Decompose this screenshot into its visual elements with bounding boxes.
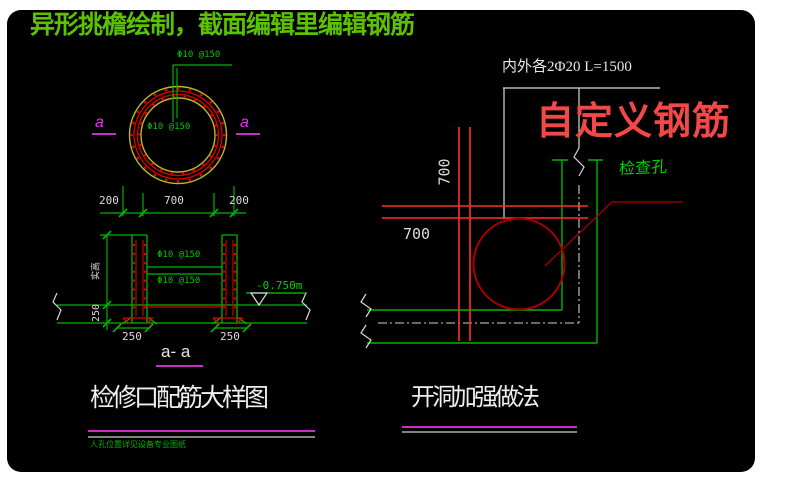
break-symbol-icon (573, 147, 585, 177)
section-title: a- a (161, 342, 191, 361)
callout-leader-lines (503, 87, 660, 219)
break-symbol-icon (360, 293, 372, 349)
left-drawing-title: 检修口配筋大样图 (90, 385, 269, 412)
rebar-ring-inner (136, 93, 220, 177)
rebar-leader-lines (172, 64, 232, 122)
opening-circle (472, 217, 566, 311)
wall-outlines (131, 234, 238, 323)
section-elevation-label: -0.750m (256, 279, 303, 292)
hole-leader-line (544, 201, 683, 267)
section-rebar-label-1: Φ10 @150 (157, 250, 201, 260)
plan-circle-linework (92, 64, 260, 185)
section-marker-a-right: a (240, 114, 249, 131)
height-dim-line (100, 234, 132, 330)
hidden-center-lines (378, 185, 580, 324)
elevation-marker-icon (249, 292, 269, 307)
rebar-dots-outer (130, 87, 226, 183)
plan-dim-200-left: 200 (99, 194, 119, 207)
height-dim-ticks (102, 230, 112, 328)
added-horizontal-bars (382, 205, 588, 219)
rebar-hooks (122, 317, 244, 325)
right-drawing-title: 开洞加强做法 (411, 385, 540, 411)
right-rebar-lines (382, 127, 588, 341)
extension-lines (122, 186, 235, 216)
rebar-ring-outer (133, 90, 223, 180)
section-marker-a-left: a (95, 114, 104, 131)
left-drawing-note: 人孔位置详见设备专业图纸 (90, 440, 186, 449)
plan-rebar-label-inner: Φ10 @150 (147, 122, 191, 132)
plan-dimension-lines (100, 186, 246, 218)
left-title-underlines (88, 365, 315, 438)
plan-rebar-label-top: Φ10 @150 (177, 50, 221, 60)
rebar-dots-inner (138, 95, 218, 175)
horizontal-bars (147, 266, 222, 275)
section-rebar-label-2: Φ10 @150 (157, 276, 201, 286)
section-height-label: 实高 (90, 261, 101, 281)
section-dim-250-left: 250 (122, 330, 142, 343)
break-symbol-icon (52, 292, 311, 321)
section-dim-250-right: 250 (220, 330, 240, 343)
outer-ring (128, 85, 228, 185)
rebar-spec-label: 内外各2Φ20 L=1500 (502, 59, 632, 75)
wall-foot-flares (121, 316, 248, 325)
plan-dim-700: 700 (164, 194, 184, 207)
bottom-dim-ticks (112, 323, 252, 333)
dim-700-horizontal: 700 (403, 225, 431, 243)
wall-edges (367, 159, 603, 344)
wall-vertical-rebar (135, 240, 234, 316)
right-title-underlines (402, 426, 577, 433)
plan-dim-200-right: 200 (229, 194, 249, 207)
dim-ticks (118, 208, 239, 218)
dim-700-vertical: 700 (435, 158, 454, 186)
right-wall-linework (360, 87, 660, 349)
inner-ring (140, 97, 216, 173)
inspection-hole-label: 检查孔 (618, 158, 668, 179)
section-dim-250-vertical: 250 (91, 303, 102, 323)
custom-rebar-callout: 自定义钢筋 (536, 101, 732, 143)
header-title: 异形挑檐绘制，截面编辑里编辑钢筋 (30, 11, 415, 39)
slab-lines (57, 304, 307, 324)
added-vertical-bars (458, 127, 471, 341)
section-linework (52, 234, 311, 325)
